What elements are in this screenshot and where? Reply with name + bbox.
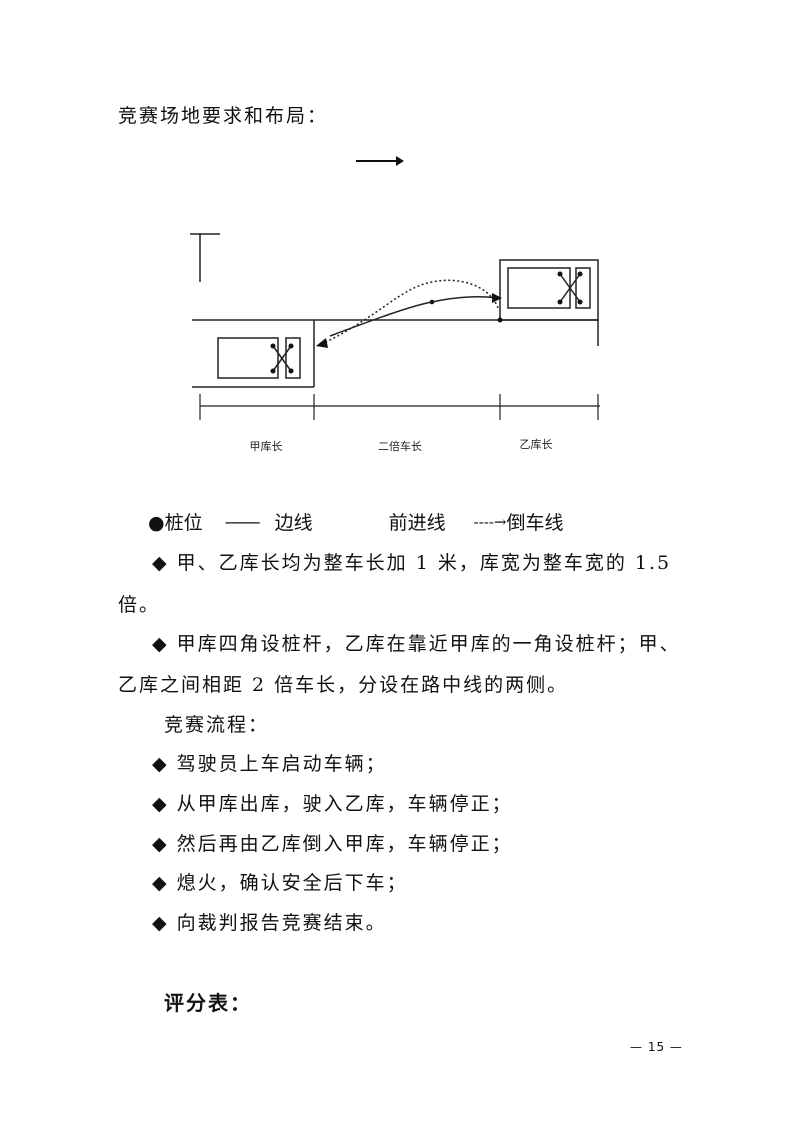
legend-reverse-symbol: ----→ <box>473 512 507 531</box>
pile-marker <box>288 343 294 349</box>
process-step-3: ◆ 然后再由乙库倒入甲库，车辆停正； <box>152 833 513 855</box>
legend-reverse: 倒车线 <box>506 512 564 534</box>
section-heading: 竞赛场地要求和布局： <box>118 105 329 127</box>
rule-line-3: ◆ 甲库四角设桩杆，乙库在靠近甲库的一角设桩杆；甲、 <box>152 633 681 655</box>
process-step-2: ◆ 从甲库出库，驶入乙库，车辆停正； <box>152 793 513 815</box>
path-point <box>429 299 435 305</box>
reverse-path <box>321 279 499 345</box>
forward-path-arrow-icon <box>492 293 502 303</box>
pile-marker <box>270 343 276 349</box>
rule-line-2: 倍。 <box>118 594 161 616</box>
legend-edge-symbol: —— <box>224 510 261 533</box>
diagram-legend: ●桩位 —— 边线 前进线 ----→ 倒车线 <box>148 508 563 535</box>
process-step-5: ◆ 向裁判报告竞赛结束。 <box>152 912 387 934</box>
pile-marker <box>288 368 294 374</box>
reverse-path-arrow-icon <box>316 338 328 348</box>
garage-jia-slot <box>285 337 301 379</box>
garage-yi <box>499 259 599 321</box>
parking-layout-diagram: 甲库长 二倍车长 乙库长 <box>190 233 600 453</box>
process-step-1: ◆ 驾驶员上车启动车辆； <box>152 753 387 775</box>
legend-forward: 前进线 <box>388 512 446 534</box>
pile-marker <box>557 271 563 277</box>
garage-jia-car <box>217 337 279 379</box>
page-number: — 15 — <box>630 1040 683 1054</box>
forward-arrow-icon <box>356 156 404 166</box>
forward-path <box>329 296 499 337</box>
rule-line-1: ◆ 甲、乙库长均为整车长加 1 米，库宽为整车宽的 1.5 <box>152 552 672 574</box>
dim-label-jia: 甲库长 <box>250 440 283 453</box>
pile-marker <box>270 368 276 374</box>
legend-edge: 边线 <box>274 512 313 534</box>
dim-label-mid: 二倍车长 <box>378 439 422 453</box>
pile-marker <box>497 317 503 323</box>
score-table-title: 评分表： <box>164 991 252 1015</box>
rule-line-4: 乙库之间相距 2 倍车长，分设在路中线的两侧。 <box>118 674 569 696</box>
dim-label-yi: 乙库长 <box>520 438 553 451</box>
pile-marker <box>577 271 583 277</box>
pile-marker <box>577 299 583 305</box>
garage-yi-slot <box>575 267 591 309</box>
process-step-4: ◆ 熄火，确认安全后下车； <box>152 872 408 894</box>
legend-pile: ●桩位 <box>148 512 203 534</box>
pile-marker <box>557 299 563 305</box>
process-title: 竞赛流程： <box>164 714 270 736</box>
